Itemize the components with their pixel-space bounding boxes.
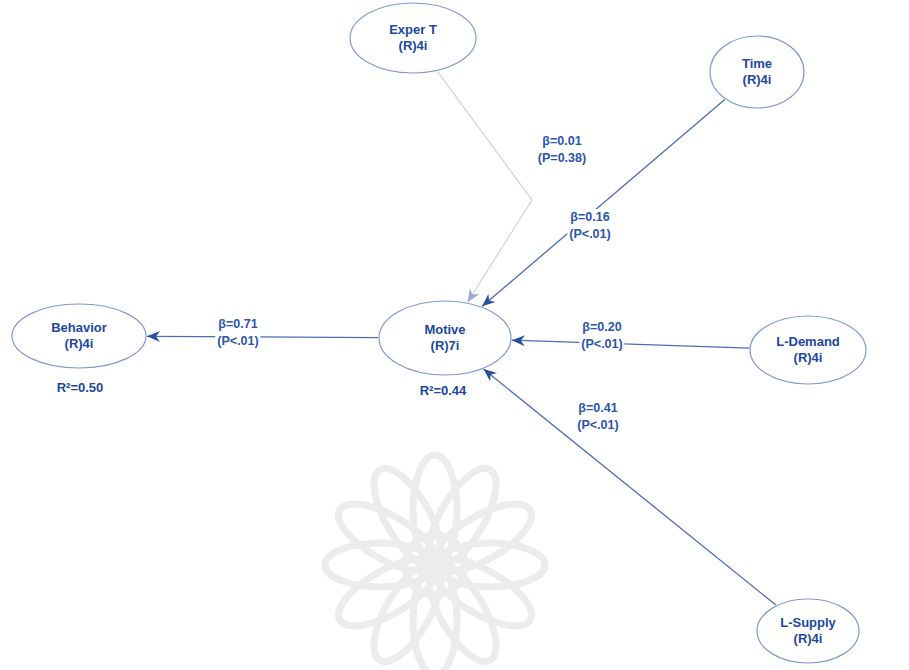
construct-ellipse: L-Demand(R)4i bbox=[749, 315, 867, 385]
construct-name: Time bbox=[742, 56, 772, 72]
construct-ellipse: Time(R)4i bbox=[709, 35, 805, 109]
construct-ellipse: Motive(R)7i bbox=[378, 300, 512, 376]
path-arrow bbox=[482, 99, 725, 306]
connector-line bbox=[512, 340, 749, 348]
connector-line bbox=[147, 336, 378, 337]
path-coefficient: β=0.01 (P=0.38) bbox=[536, 133, 588, 167]
path-coefficient: β=0.20 (P<.01) bbox=[579, 319, 624, 353]
construct-name: L-Demand bbox=[776, 334, 840, 350]
connector-line bbox=[437, 71, 532, 302]
construct-ellipse: Exper T(R)4i bbox=[349, 2, 477, 74]
path-arrow bbox=[147, 331, 378, 342]
ellipse-shape bbox=[379, 301, 511, 375]
r-squared: R²=0.50 bbox=[55, 380, 106, 396]
indicator-count: (R)4i bbox=[794, 631, 823, 647]
path-arrow bbox=[437, 71, 532, 302]
indicator-count: (R)7i bbox=[431, 338, 460, 354]
arrowhead bbox=[468, 288, 480, 302]
ellipse-shape bbox=[350, 3, 476, 73]
connector-line bbox=[484, 369, 776, 605]
construct-name: Motive bbox=[424, 322, 465, 338]
construct-name: Behavior bbox=[51, 320, 107, 336]
path-arrow bbox=[512, 335, 749, 348]
path-coefficient: β=0.71 (P<.01) bbox=[215, 316, 260, 350]
construct-name: Exper T bbox=[389, 22, 437, 38]
construct-name: L-Supply bbox=[780, 615, 836, 631]
arrowhead bbox=[512, 335, 525, 346]
path-coefficient: β=0.16 (P<.01) bbox=[567, 209, 612, 243]
indicator-count: (R)4i bbox=[399, 38, 428, 54]
arrowhead bbox=[147, 331, 160, 342]
ellipse-shape bbox=[750, 316, 866, 384]
indicator-count: (R)4i bbox=[743, 72, 772, 88]
construct-ellipse: L-Supply(R)4i bbox=[756, 598, 860, 664]
ellipse-shape bbox=[757, 599, 859, 663]
connector-line bbox=[482, 99, 725, 306]
arrowhead bbox=[482, 294, 495, 307]
construct-ellipse: Behavior(R)4i bbox=[11, 303, 147, 369]
path-arrow bbox=[484, 369, 776, 605]
arrowhead bbox=[484, 369, 498, 381]
ellipse-shape bbox=[12, 304, 146, 368]
path-coefficient: β=0.41 (P<.01) bbox=[575, 400, 620, 434]
indicator-count: (R)4i bbox=[794, 350, 823, 366]
ellipse-shape bbox=[710, 36, 804, 108]
r-squared: R²=0.44 bbox=[418, 383, 469, 399]
indicator-count: (R)4i bbox=[65, 336, 94, 352]
